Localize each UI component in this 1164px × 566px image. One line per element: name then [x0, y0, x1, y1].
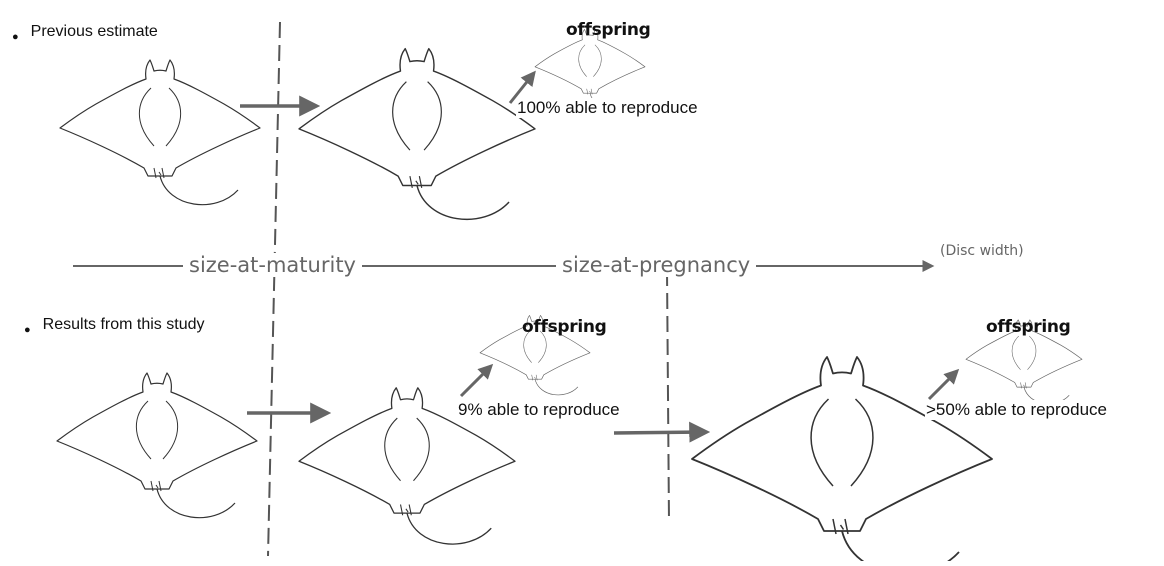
results-from-study-label: Results from this study — [24, 316, 204, 334]
pregnancy-threshold-dashed-line — [667, 270, 669, 522]
reproduce-50-label: >50% able to reproduce — [925, 400, 1108, 420]
manta-ray-small-bottom — [57, 373, 257, 518]
disc-width-label: (Disc width) — [940, 243, 1024, 259]
manta-ray-large-top — [299, 49, 535, 220]
reproduction-arrow-bottom-left — [461, 366, 491, 396]
reproduce-100-label: 100% able to reproduce — [516, 98, 699, 118]
offspring-label-bottom-right: offspring — [986, 317, 1071, 337]
size-at-pregnancy-label: size-at-pregnancy — [556, 253, 756, 277]
reproduce-9-label: 9% able to reproduce — [457, 400, 621, 420]
growth-arrow-bottom-2 — [614, 432, 706, 433]
maturity-threshold-dashed-line — [268, 22, 280, 556]
previous-estimate-label: Previous estimate — [12, 23, 158, 41]
size-at-maturity-label: size-at-maturity — [183, 253, 362, 277]
manta-ray-large-bottom — [692, 357, 992, 561]
offspring-label-top: offspring — [566, 20, 651, 40]
offspring-label-bottom-left: offspring — [522, 317, 607, 337]
manta-ray-small-top — [60, 60, 260, 205]
reproduction-arrow-bottom-right — [929, 371, 957, 399]
